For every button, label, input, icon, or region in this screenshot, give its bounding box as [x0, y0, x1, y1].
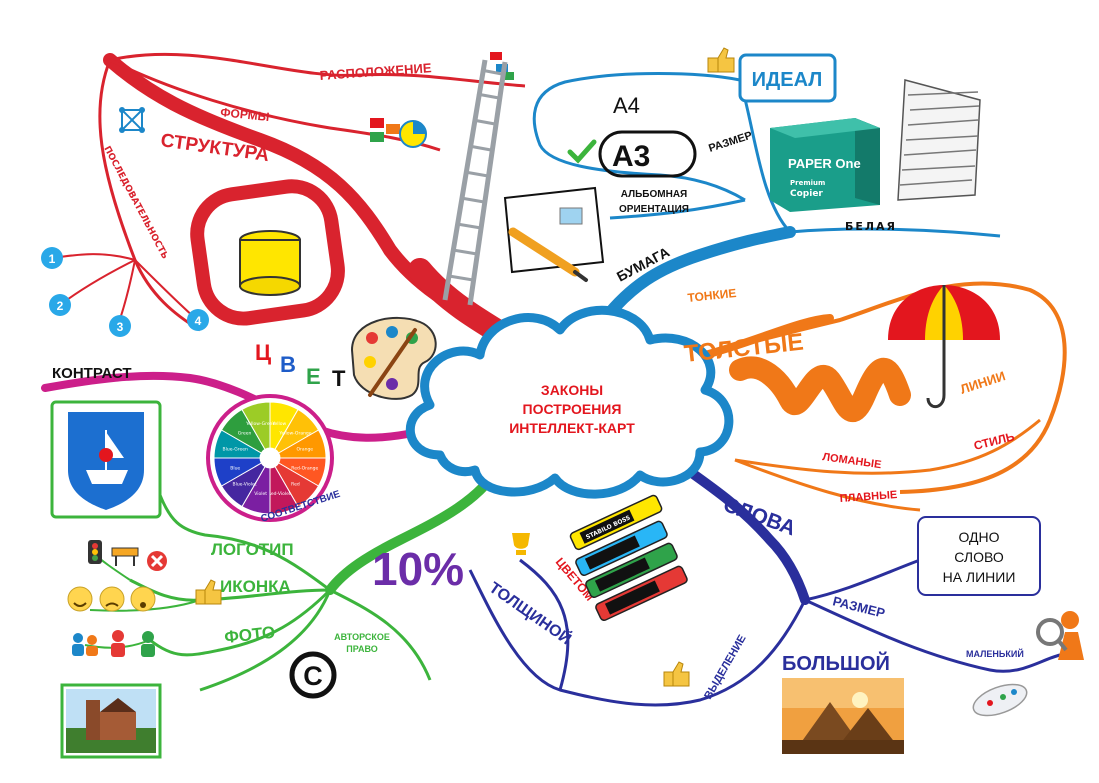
copyright-line-2: ПРАВО — [346, 644, 377, 654]
one-word-line-2: СЛОВО — [954, 549, 1004, 565]
copyright-icon: C — [289, 651, 337, 699]
color-wheel-label: Red — [291, 481, 300, 487]
paper-pack-sub-1: Premium — [790, 179, 825, 187]
roadblock-icon — [111, 547, 139, 566]
step-1-number: 1 — [49, 252, 56, 266]
palette-icon — [350, 316, 437, 400]
thin-label: ТОНКИЕ — [687, 286, 737, 305]
castle-photo — [60, 683, 162, 759]
step-1-icon — [41, 247, 63, 269]
paper-pack-icon: PAPER One Premium Copier — [770, 118, 880, 212]
ideal-label: ИДЕАЛ — [752, 69, 823, 91]
paper-pack-brand: PAPER One — [788, 156, 861, 171]
color-wheel-label: Yellow-Orange — [278, 431, 311, 437]
a3-selected: А3 — [598, 130, 697, 178]
step-4-icon — [187, 309, 209, 331]
contrast-label-text: КОНТРАСТ — [52, 365, 132, 382]
color-wheel-label: Yellow — [271, 421, 286, 427]
center-title-line-1: ЗАКОНЫ — [541, 382, 603, 398]
thumbs-up-icon-2 — [663, 661, 690, 687]
thickness-label: ТОЛЩИНОЙ — [486, 578, 575, 649]
orientation-line-2: ОРИЕНТАЦИЯ — [619, 204, 689, 215]
color-letter-3: Е — [306, 364, 321, 389]
sequence-steps: 1 2 3 4 — [41, 247, 209, 337]
color-letter-1: Ц — [255, 340, 271, 365]
center-cloud: ЗАКОНЫ ПОСТРОЕНИЯ ИНТЕЛЛЕКТ-КАРТ — [405, 305, 734, 499]
trophy-icon — [512, 533, 530, 555]
landscape-sheet-icon — [503, 186, 605, 282]
broken-label: ЛОМАНЫЕ — [822, 451, 883, 471]
step-4-number: 4 — [195, 314, 202, 328]
icon-label: ИКОНКА — [220, 577, 291, 596]
network-icon — [119, 107, 145, 133]
emoji-faces-icon — [67, 586, 156, 612]
thumbs-up-icon-3 — [195, 579, 222, 605]
color-letter-2: В — [280, 352, 296, 377]
paper-stack-icon — [897, 79, 981, 201]
pyramids-photo — [782, 678, 904, 754]
sequence-label: ПОСЛЕДОВАТЕЛЬНОСТЬ — [101, 145, 169, 261]
step-3-icon — [109, 315, 131, 337]
branch-paper — [532, 72, 1001, 331]
branch-lines — [701, 281, 1067, 512]
structure-loop-icon — [190, 179, 345, 326]
traffic-light-icon — [88, 540, 102, 564]
copyright-line-1: АВТОРСКОЕ — [334, 632, 390, 642]
color-wheel-label: Yellow-Green — [245, 421, 275, 427]
center-title-line-2: ПОСТРОЕНИЯ — [523, 401, 622, 417]
color-wheel-segment — [241, 401, 271, 451]
copyright-symbol: C — [303, 661, 323, 691]
city-logo — [50, 400, 162, 519]
ideal-box: ИДЕАЛ — [738, 53, 837, 103]
magnifier-person-icon — [1036, 611, 1084, 660]
check-icon — [567, 139, 597, 164]
white-label: БЕЛАЯ — [845, 220, 897, 233]
branch-structure — [51, 52, 532, 357]
wavy-thick-line — [729, 356, 911, 422]
paper-pack-sub-2: Copier — [790, 189, 823, 199]
one-word-line-1: ОДНО — [958, 529, 999, 545]
thumbs-up-icon — [707, 47, 735, 73]
step-2-number: 2 — [57, 299, 64, 313]
color-wheel-label: Blue-Green — [223, 447, 249, 453]
step-3-number: 3 — [117, 320, 124, 334]
color-wheel-label: Blue — [230, 465, 240, 471]
placement-label: РАСПОЛОЖЕНИЕ — [319, 60, 432, 83]
microbe-icon — [972, 683, 1028, 717]
forms-label: ФОРМЫ — [220, 105, 270, 124]
a4-label: А4 — [613, 93, 640, 118]
smooth-label: ПЛАВНЫЕ — [839, 489, 897, 505]
umbrella-icon — [888, 285, 1000, 409]
color-letter-4: Т — [332, 366, 346, 391]
color-wheel: YellowYellow-OrangeOrangeRed-OrangeRedRe… — [206, 394, 334, 522]
one-word-line-3: НА ЛИНИИ — [943, 569, 1016, 585]
a3-label: А3 — [612, 140, 650, 173]
highlighters-icon: STABILO BOSS — [569, 494, 688, 622]
step-2-icon — [49, 294, 71, 316]
big-label: БОЛЬШОЙ — [782, 651, 890, 675]
one-word-box: ОДНО СЛОВО НА ЛИНИИ — [917, 516, 1041, 596]
orientation-line-1: АЛЬБОМНАЯ — [621, 189, 687, 200]
close-icon — [147, 551, 167, 571]
lines-label: ЛИНИИ — [958, 368, 1007, 397]
shapes-chart-icon — [370, 118, 427, 148]
color-wheel-label: Violet — [254, 491, 267, 497]
people-icons — [72, 630, 155, 657]
color-wheel-label: Green — [238, 431, 252, 437]
color-wheel-label: Blue-Violet — [232, 481, 256, 487]
color-wheel-label: Red-Violet — [268, 491, 291, 497]
paper-size-label: РАЗМЕР — [707, 130, 754, 155]
center-title-line-3: ИНТЕЛЛЕКТ-КАРТ — [509, 420, 635, 436]
color-wheel-label: Red-Orange — [291, 465, 318, 471]
ten-percent-label: 10% — [372, 543, 464, 595]
logo-label: ЛОГОТИП — [211, 540, 294, 559]
photo-label: ФОТО — [223, 623, 276, 647]
small-label: МАЛЕНЬКИЙ — [966, 648, 1024, 659]
color-wheel-label: Orange — [296, 447, 313, 453]
ladder-icon — [442, 59, 508, 306]
branch-images — [84, 460, 505, 692]
